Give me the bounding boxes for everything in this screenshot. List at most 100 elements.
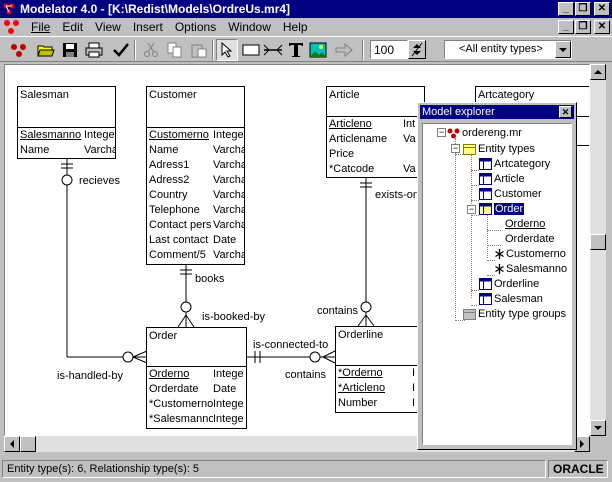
relationship-tool-button[interactable] (262, 39, 284, 61)
menu-insert[interactable]: Insert (132, 20, 163, 34)
model-tree[interactable]: − ordereng.mr − Entity types Artcategory… (422, 123, 572, 445)
tree-node-attribute[interactable]: Customerno (495, 247, 566, 261)
dropdown-button[interactable] (555, 41, 571, 58)
model-explorer-panel[interactable]: Model explorer ✕ − ordereng.mr − Entity … (417, 102, 577, 450)
relationship-label[interactable]: is-connected-to (253, 339, 329, 351)
text-t-icon (289, 43, 303, 57)
tree-node-attribute[interactable]: Orderdate (505, 233, 555, 245)
scroll-left-button[interactable] (4, 436, 20, 452)
scroll-up-button[interactable] (590, 64, 606, 80)
model-explorer-close-button[interactable]: ✕ (559, 106, 572, 118)
forward-button[interactable] (333, 39, 355, 61)
doc-restore-button[interactable]: ❐ (575, 20, 591, 34)
menu-help[interactable]: Help (282, 20, 308, 34)
relationship-label[interactable]: exists-on (375, 189, 420, 201)
tree-node-article[interactable]: Article (479, 172, 525, 186)
relationship-label[interactable]: is-handled-by (57, 370, 124, 382)
menu-window[interactable]: Window (228, 20, 271, 34)
menu-edit[interactable]: Edit (62, 20, 84, 34)
attribute-row[interactable]: Price (329, 148, 355, 160)
open-button[interactable] (35, 39, 57, 61)
menu-file[interactable]: File (31, 20, 51, 34)
image-tool-button[interactable] (307, 39, 329, 61)
tree-node-entity-type-groups[interactable]: Entity type groups (463, 307, 566, 321)
model-explorer-titlebar[interactable]: Model explorer ✕ (420, 105, 574, 119)
new-model-button[interactable] (8, 39, 30, 61)
table-icon (479, 293, 492, 305)
paste-button[interactable] (188, 39, 210, 61)
text-tool-button[interactable] (285, 39, 307, 61)
zoom-input[interactable]: 100 (370, 40, 408, 59)
vertical-scrollbar[interactable] (590, 64, 606, 436)
doc-minimize-button[interactable]: _ (558, 20, 574, 34)
tree-collapse-toggle[interactable]: − (467, 204, 476, 214)
menu-view[interactable]: View (95, 20, 121, 34)
tree-node-salesman[interactable]: Salesman (479, 292, 543, 306)
relationship-label[interactable]: is-booked-by (202, 311, 265, 323)
entity-filter-select[interactable]: <All entity types> (444, 40, 572, 59)
scroll-down-button[interactable] (590, 420, 606, 436)
relationship-label[interactable]: contains (285, 369, 326, 381)
save-button[interactable] (59, 39, 81, 61)
picture-icon (309, 42, 327, 58)
vertical-scroll-thumb[interactable] (590, 234, 606, 250)
print-button[interactable] (83, 39, 105, 61)
tree-node-order[interactable]: Order (479, 202, 525, 216)
tree-node-model[interactable]: ordereng.mr (447, 126, 522, 140)
table-icon (479, 188, 492, 200)
tree-node-attribute[interactable]: Orderno (505, 218, 546, 230)
entity-name: Customer (149, 89, 197, 101)
tree-node-entity-types[interactable]: Entity types (463, 142, 535, 156)
doc-close-button[interactable]: ✕ (594, 20, 610, 34)
minimize-button[interactable]: _ (558, 2, 574, 16)
menu-options[interactable]: Options (174, 20, 217, 34)
horizontal-scroll-thumb[interactable] (20, 436, 36, 452)
tree-node-customer[interactable]: Customer (479, 187, 542, 201)
paste-icon (191, 44, 207, 58)
zoom-spinner[interactable] (408, 40, 426, 59)
tree-collapse-toggle[interactable]: − (437, 127, 446, 137)
tree-node-attribute[interactable]: Salesmanno (495, 262, 567, 276)
title-bar[interactable]: Modelator 4.0 - [K:\Redist\Models\OrdreU… (0, 0, 612, 18)
close-button[interactable]: ✕ (594, 2, 610, 16)
copy-button[interactable] (164, 39, 186, 61)
tree-node-artcategory[interactable]: Artcategory (479, 157, 550, 171)
entity-tool-button[interactable] (240, 39, 262, 61)
tree-collapse-toggle[interactable]: − (451, 143, 460, 153)
relationship-label[interactable]: contains (317, 305, 358, 317)
relationship-label[interactable]: recieves (79, 175, 120, 187)
tree-node-orderline[interactable]: Orderline (479, 277, 539, 291)
check-button[interactable] (110, 39, 132, 61)
select-tool-button[interactable] (216, 39, 238, 61)
restore-button[interactable]: ❐ (575, 2, 591, 16)
cut-button[interactable] (140, 39, 162, 61)
relationship-label[interactable]: books (195, 273, 225, 285)
document-icon[interactable] (3, 19, 21, 35)
